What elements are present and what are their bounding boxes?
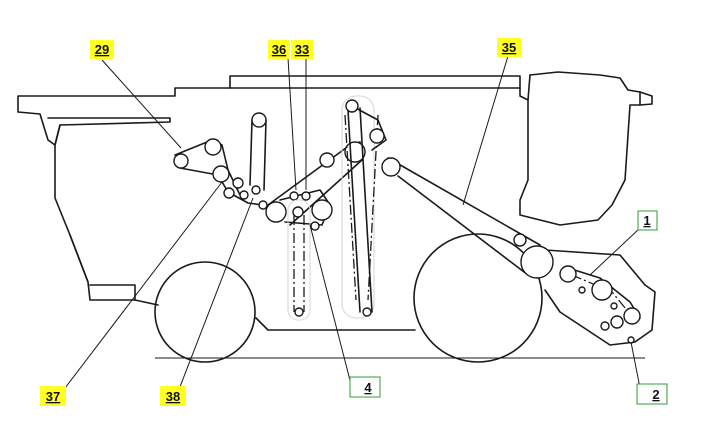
pulley-rear-b: [591, 279, 613, 301]
cab-rear-step: [639, 91, 653, 106]
pulley-left-e: [223, 187, 235, 199]
elevator-right-belt: [347, 107, 373, 313]
callout-4: 4: [349, 376, 381, 398]
pulley-left-d: [232, 177, 244, 189]
pulley-elevator-left-bottom: [294, 307, 304, 317]
elevator-right-dash: [344, 114, 379, 301]
body-front-lower: [134, 299, 159, 306]
pulley-rear-g: [610, 302, 618, 310]
callout-2-text: 2: [652, 387, 659, 402]
callout-1: 1: [637, 210, 658, 231]
pulley-diagonal-bottom: [520, 245, 554, 279]
leader-1: [589, 227, 641, 276]
leader-4: [309, 224, 353, 389]
callout-2: 2: [636, 383, 668, 405]
callout-33: 33: [291, 40, 313, 59]
machine-body-outline: [229, 71, 641, 226]
body-lower-line: [255, 317, 416, 331]
callout-1-text: 1: [643, 213, 650, 228]
callout-37: 37: [40, 386, 66, 406]
callout-38-text: 38: [166, 389, 180, 404]
pulley-left-c: [212, 165, 230, 183]
pulley-diagonal-idler: [513, 233, 527, 247]
callout-29: 29: [90, 40, 114, 59]
leader-29: [101, 59, 182, 149]
pulley-vertical-top: [251, 112, 267, 128]
pulley-rear-e: [600, 321, 610, 331]
elevator-top-link: [349, 104, 387, 151]
pulley-elevator-top: [345, 99, 359, 113]
pulley-left-g: [251, 185, 261, 195]
leader-37: [61, 181, 223, 393]
pulley-center-hub: [292, 206, 304, 218]
pulley-elevator-bottom: [362, 307, 372, 317]
elevator-right-halo: [341, 95, 375, 319]
pulley-elevator-top-right: [369, 128, 385, 144]
feeder-inner-outline: [69, 234, 89, 283]
callout-38: 38: [160, 386, 186, 406]
pulley-rear-f: [578, 286, 586, 294]
pulley-rear-a: [559, 265, 577, 283]
callout-35: 35: [497, 38, 521, 57]
leader-35: [462, 55, 509, 206]
pulley-center-right: [311, 199, 333, 221]
pulley-diagonal-top: [381, 157, 401, 177]
pulley-center-small: [310, 221, 320, 231]
callout-36-text: 36: [272, 42, 286, 57]
callout-36: 36: [268, 40, 290, 59]
rear-housing-outline: [544, 249, 656, 346]
leader-38: [177, 197, 254, 393]
callout-4-text: 4: [364, 380, 372, 395]
feeder-house-outline: [54, 124, 136, 301]
callout-37-text: 37: [46, 389, 60, 404]
header-outline: [17, 87, 521, 146]
callout-33-text: 33: [295, 42, 309, 57]
diagonal-belt: [387, 157, 541, 276]
leader-2: [630, 341, 641, 389]
leader-36: [287, 57, 297, 191]
front-wheel: [154, 261, 256, 363]
elevator-left-halo: [287, 199, 311, 321]
pulley-left-b: [204, 138, 222, 156]
callout-29-text: 29: [95, 42, 109, 57]
pulley-left-a: [173, 153, 189, 169]
left-belt-upper: [174, 139, 241, 196]
left-belt-vertical: [249, 119, 267, 191]
pulley-left-f: [239, 190, 249, 200]
rear-wheel: [413, 233, 543, 363]
pulley-rear-d: [610, 315, 624, 329]
pulley-center-left: [265, 201, 287, 223]
pulley-rear-c: [623, 307, 641, 325]
cab-roof: [527, 74, 531, 101]
pulley-small-mid: [258, 200, 268, 210]
pulley-center-a: [289, 191, 299, 201]
pulley-idler-top: [319, 152, 335, 168]
callout-35-text: 35: [502, 40, 516, 55]
pulley-center-b: [301, 191, 311, 201]
